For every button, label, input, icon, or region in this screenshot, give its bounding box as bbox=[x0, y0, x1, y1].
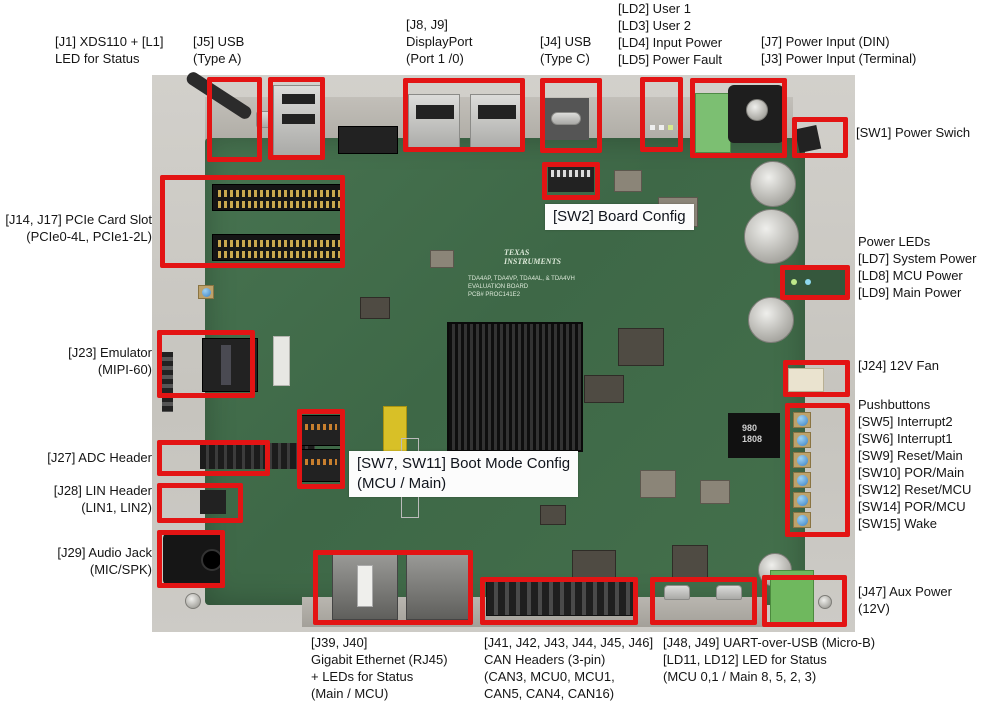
board-photo: 980 1808 bbox=[152, 69, 855, 632]
boot-dip-main bbox=[300, 449, 342, 482]
micro-usb-uart-2 bbox=[716, 585, 742, 600]
pushbutton-sw10 bbox=[793, 472, 811, 488]
box-j8-j9-displayport bbox=[403, 78, 525, 152]
dc-barrel-jack bbox=[728, 85, 784, 143]
pushbutton-sw9 bbox=[793, 452, 811, 468]
callout-j27: [J27] ADC Header bbox=[47, 450, 152, 465]
inductor-label: 980 1808 bbox=[742, 423, 763, 444]
ic-chip bbox=[640, 470, 676, 498]
screw bbox=[818, 595, 832, 609]
callout-pcie: [J14, J17] PCIe Card Slot (PCIe0-4L, PCI… bbox=[5, 212, 152, 244]
box-j48-j49-uart bbox=[650, 577, 757, 625]
callout-can: [J41, J42, J43, J44, J45, J46] CAN Heade… bbox=[484, 635, 654, 701]
callout-uart: [J48, J49] UART-over-USB (Micro-B) [LD11… bbox=[663, 635, 876, 684]
box-ld2-ld5-leds bbox=[640, 77, 683, 152]
box-j23-emulator bbox=[157, 330, 255, 398]
callout-ethernet: [J39, J40] Gigabit Ethernet (RJ45) + LED… bbox=[311, 635, 448, 701]
input-power-led bbox=[668, 125, 673, 130]
pushbutton-sw6 bbox=[793, 432, 811, 448]
tactile-button bbox=[198, 285, 214, 299]
user-led-2 bbox=[659, 125, 664, 130]
capacitor bbox=[750, 161, 796, 207]
callout-j8-j9: [J8, J9] DisplayPort (Port 1 /0) bbox=[406, 17, 473, 66]
box-can-headers bbox=[480, 577, 638, 625]
capacitor bbox=[744, 209, 799, 264]
box-sw1-power-switch bbox=[792, 117, 848, 158]
usb-c-connector bbox=[551, 112, 581, 125]
box-sw2-board-config bbox=[542, 162, 600, 200]
overlay-sw2-board-config: [SW2] Board Config bbox=[545, 204, 694, 230]
rj45-jack-1 bbox=[332, 552, 398, 620]
ic-chip bbox=[430, 250, 454, 268]
callout-j47: [J47] Aux Power (12V) bbox=[858, 584, 952, 616]
displayport-1 bbox=[408, 94, 460, 152]
box-j27-adc-header bbox=[157, 440, 270, 476]
pushbutton-sw12 bbox=[793, 492, 811, 508]
sw2-dip-switch bbox=[548, 166, 594, 192]
mipi60-connector bbox=[202, 338, 258, 392]
fan-header bbox=[788, 368, 824, 392]
edge-pin-header bbox=[162, 352, 173, 412]
callout-pushbuttons: Pushbuttons [SW5] Interrupt2 [SW6] Inter… bbox=[858, 397, 972, 531]
pushbutton-sw14 bbox=[793, 512, 811, 528]
ic-chip bbox=[540, 505, 566, 525]
callout-sw1: [SW1] Power Swich bbox=[856, 125, 971, 140]
box-j39-j40-ethernet bbox=[313, 550, 473, 625]
box-sw7-sw11-bootmode bbox=[297, 409, 345, 489]
screw bbox=[185, 593, 201, 609]
box-j24-fan bbox=[783, 360, 850, 397]
user-led-1 bbox=[650, 125, 655, 130]
callout-user-leds: [LD2] User 1 [LD3] User 2 [LD4] Input Po… bbox=[618, 1, 723, 67]
lin-header bbox=[200, 490, 226, 514]
box-j14-j17-pcie bbox=[160, 175, 345, 268]
heatsink bbox=[447, 322, 583, 452]
overlay-bootmode-config: [SW7, SW11] Boot Mode Config (MCU / Main… bbox=[349, 451, 579, 497]
ti-logo: TEXAS INSTRUMENTS bbox=[504, 248, 561, 266]
box-j1-xds110 bbox=[207, 77, 262, 162]
box-j4-usb-c bbox=[540, 78, 602, 153]
displayport-0 bbox=[470, 94, 522, 152]
box-j28-lin-header bbox=[157, 483, 243, 523]
ic-chip bbox=[672, 545, 708, 579]
ic-chip bbox=[618, 328, 664, 366]
box-j29-audio-jack bbox=[157, 530, 225, 588]
audio-jack bbox=[163, 533, 225, 585]
box-j7-j3-power-input bbox=[690, 78, 787, 158]
callout-power-leds: Power LEDs [LD7] System Power [LD8] MCU … bbox=[858, 234, 977, 300]
adc-header bbox=[200, 443, 315, 469]
pushbutton-sw5 bbox=[793, 412, 811, 428]
ic-chip bbox=[584, 375, 624, 403]
callout-j23: [J23] Emulator (MIPI-60) bbox=[68, 345, 152, 377]
box-power-leds bbox=[780, 265, 850, 300]
white-sticker bbox=[273, 336, 290, 386]
capacitor bbox=[748, 297, 794, 343]
ic-chip bbox=[700, 480, 730, 504]
board-edge-connector bbox=[338, 126, 398, 154]
callout-power-input: [J7] Power Input (DIN) [J3] Power Input … bbox=[761, 34, 917, 66]
pcie-slot-0 bbox=[212, 184, 344, 211]
pcie-slot-1 bbox=[212, 234, 344, 261]
silkscreen-text: TDA4AP, TDA4VP, TDA4AL, & TDA4VH EVALUAT… bbox=[468, 276, 575, 298]
can-header-row bbox=[486, 580, 638, 616]
box-pushbuttons bbox=[785, 403, 850, 537]
callout-j4: [J4] USB (Type C) bbox=[540, 34, 592, 66]
inductor: 980 1808 bbox=[728, 413, 780, 458]
ic-chip bbox=[614, 170, 642, 192]
usb-a-connector bbox=[273, 85, 322, 157]
callout-j5: [J5] USB (Type A) bbox=[193, 34, 245, 66]
callout-j1: [J1] XDS110 + [L1] LED for Status bbox=[55, 34, 164, 66]
callout-j29: [J29] Audio Jack (MIC/SPK) bbox=[57, 545, 152, 577]
callout-j24: [J24] 12V Fan bbox=[858, 358, 939, 373]
box-j5-usb-a bbox=[268, 77, 325, 160]
micro-usb-uart-1 bbox=[664, 585, 690, 600]
callout-j28: [J28] LIN Header (LIN1, LIN2) bbox=[53, 483, 152, 515]
ic-chip bbox=[360, 297, 390, 319]
box-j47-aux-power bbox=[762, 575, 847, 627]
